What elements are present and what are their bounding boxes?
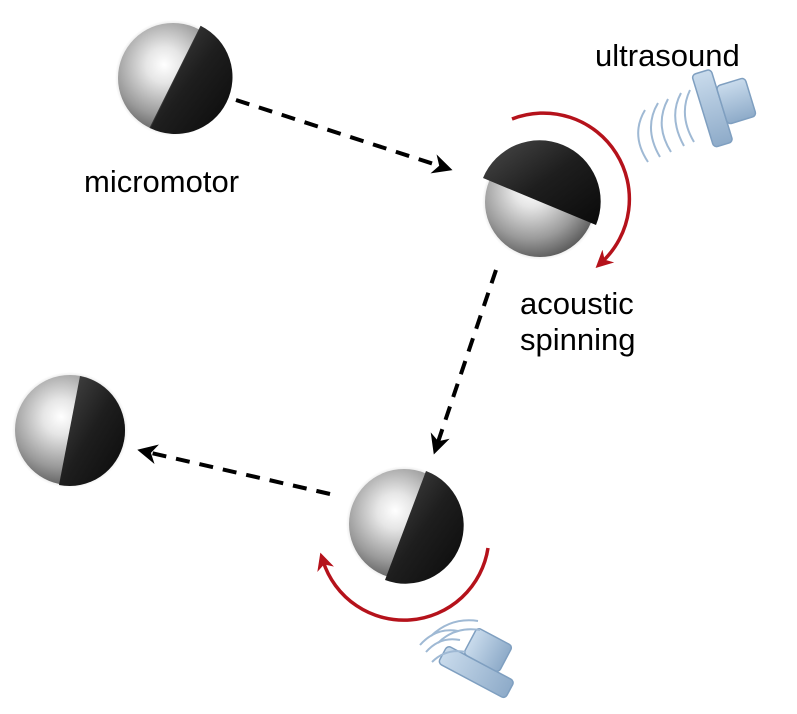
ultrasound-label: ultrasound <box>595 38 740 73</box>
path-arrow-2 <box>430 269 498 455</box>
acoustic-spinning-label: acoustic spinning <box>520 286 635 358</box>
rotation-arrow-1 <box>511 111 632 268</box>
ultrasound-transducer-icon <box>438 628 514 699</box>
micromotor-label: micromotor <box>84 164 240 199</box>
path-arrow-1 <box>235 98 453 174</box>
acoustic-label-line2: spinning <box>520 322 636 357</box>
path-arrow-3 <box>137 444 331 496</box>
micromotor-2 <box>482 140 601 260</box>
micromotor-3 <box>346 466 464 584</box>
sound-wave-icon <box>637 89 695 163</box>
sound-wave-icon <box>419 619 481 663</box>
ultrasound-transducer-icon <box>691 69 757 148</box>
acoustic-label-line1: acoustic <box>520 286 634 321</box>
micromotor-4 <box>12 372 128 488</box>
micromotor-1 <box>115 20 233 136</box>
rotation-arrow-2 <box>317 547 490 622</box>
